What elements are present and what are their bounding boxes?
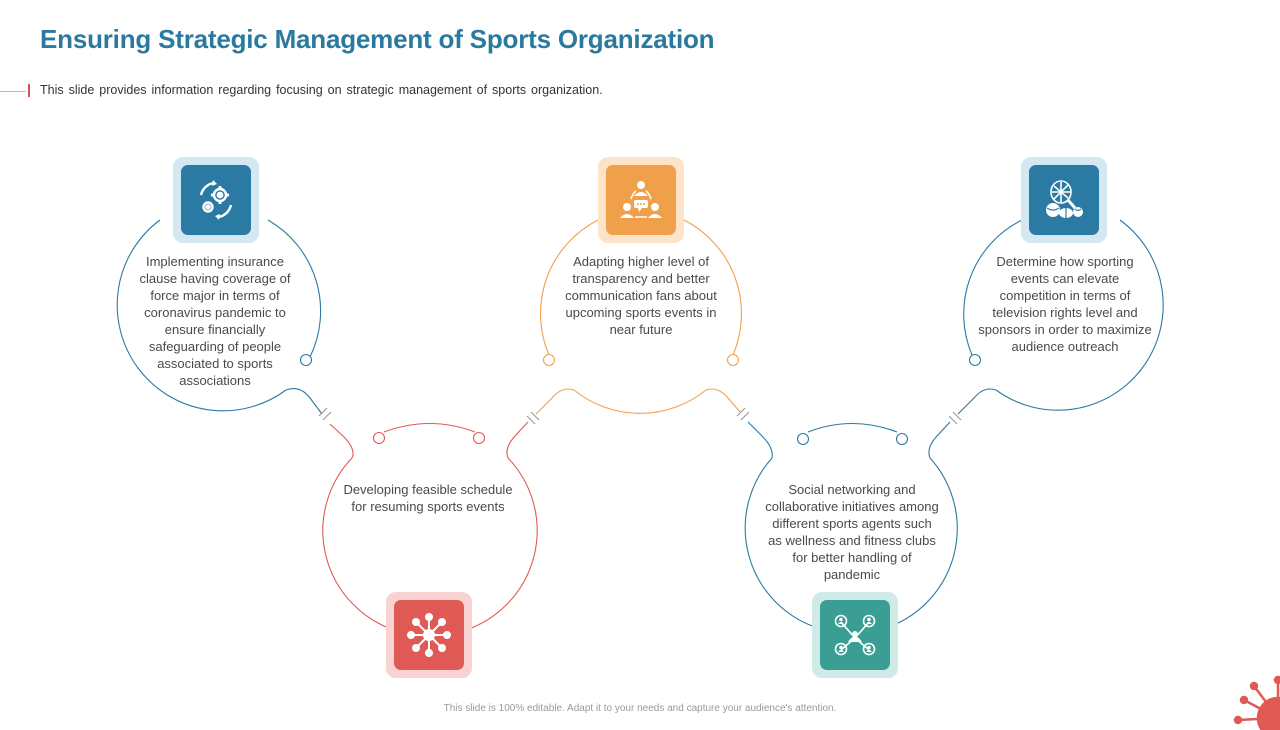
subtitle-accent-bar	[28, 84, 30, 97]
team-communication-icon	[620, 181, 662, 218]
node-4-text: Social networking and collaborative init…	[765, 482, 939, 582]
node-5-text: Determine how sporting events can elevat…	[978, 254, 1152, 354]
subtitle-accent-line	[0, 91, 26, 92]
node-3-tile	[598, 157, 684, 243]
node-3-text: Adapting higher level of transparency an…	[565, 254, 717, 337]
sports-balls-icon	[1046, 180, 1083, 218]
node-4-tile	[812, 592, 898, 678]
network-hub-icon	[407, 613, 451, 657]
virus-decoration-icon	[1233, 675, 1280, 730]
gears-cycle-icon	[199, 180, 233, 220]
node-2-tile	[386, 592, 472, 678]
slide-title: Ensuring Strategic Management of Sports …	[40, 24, 715, 54]
slide-subtitle: This slide provides information regardin…	[40, 83, 603, 97]
people-network-icon	[834, 614, 876, 656]
node-1-tile	[173, 157, 259, 243]
node-2-text: Developing feasible schedule for resumin…	[343, 482, 513, 514]
node-5-tile	[1021, 157, 1107, 243]
slide-footer: This slide is 100% editable. Adapt it to…	[443, 703, 837, 714]
node-1-text: Implementing insurance clause having cov…	[139, 254, 291, 388]
